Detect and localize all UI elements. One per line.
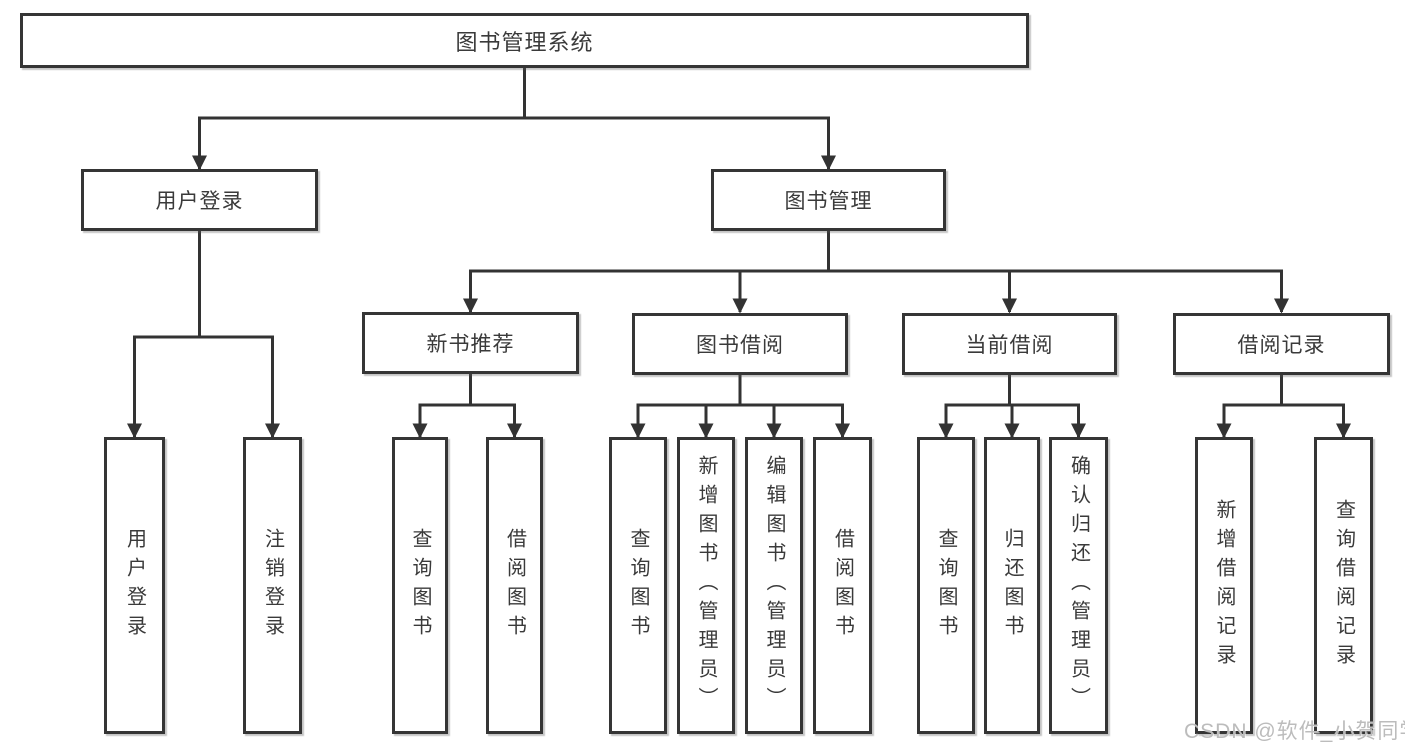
leaf-borrow-books-1-label: 借阅图书 [503, 527, 526, 644]
node-borrow-records-label: 借阅记录 [1237, 334, 1326, 357]
node-book-borrow: 图书借阅 [632, 313, 848, 375]
node-new-book-recommend-label: 新书推荐 [426, 333, 515, 356]
leaf-edit-book-admin-label: 编辑图书（管理员） [763, 455, 785, 716]
leaf-add-borrow-record: 新增借阅记录 [1195, 437, 1253, 734]
connector-root-to-level2 [192, 116, 836, 171]
leaf-borrow-books-2-label: 借阅图书 [831, 527, 854, 644]
node-borrow-records: 借阅记录 [1173, 313, 1390, 375]
leaf-add-book-admin: 新增图书（管理员） [677, 437, 735, 734]
connector-new-book-split [412, 403, 522, 439]
leaf-query-books-1: 查询图书 [392, 437, 448, 734]
leaf-query-books-3-label: 查询图书 [935, 527, 957, 644]
node-book-management: 图书管理 [711, 169, 946, 231]
node-root-label: 图书管理系统 [455, 29, 594, 55]
connector-book-mgmt-split [463, 269, 1289, 314]
leaf-confirm-return-admin-label: 确认归还（管理员） [1067, 455, 1090, 716]
connector-user-login-split [127, 335, 280, 439]
node-user-login: 用户登录 [81, 169, 318, 231]
node-user-login-label: 用户登录 [155, 190, 244, 213]
connector-borrow-records-split [1216, 403, 1351, 439]
leaf-user-login: 用户登录 [104, 437, 165, 734]
leaf-edit-book-admin: 编辑图书（管理员） [745, 437, 803, 734]
leaf-query-books-1-label: 查询图书 [409, 527, 431, 644]
leaf-add-book-admin-label: 新增图书（管理员） [695, 455, 717, 716]
leaf-query-books-2: 查询图书 [609, 437, 667, 734]
leaf-add-borrow-record-label: 新增借阅记录 [1213, 498, 1235, 673]
node-new-book-recommend: 新书推荐 [362, 312, 579, 374]
leaf-user-login-label: 用户登录 [123, 527, 146, 644]
leaf-query-books-2-label: 查询图书 [627, 527, 649, 644]
leaf-logout-login-label: 注销登录 [261, 527, 284, 644]
node-current-borrow: 当前借阅 [902, 313, 1117, 375]
connector-book-borrow-split [630, 403, 850, 439]
leaf-query-borrow-record-label: 查询借阅记录 [1332, 498, 1355, 673]
node-book-borrow-label: 图书借阅 [696, 334, 784, 357]
leaf-logout-login: 注销登录 [243, 437, 302, 734]
leaf-return-books: 归还图书 [984, 437, 1040, 734]
watermark: CSDN @软件_小贺同学 [1184, 720, 1405, 743]
leaf-return-books-label: 归还图书 [1001, 527, 1023, 644]
leaf-confirm-return-admin: 确认归还（管理员） [1049, 437, 1108, 734]
leaf-query-borrow-record: 查询借阅记录 [1314, 437, 1373, 734]
node-root: 图书管理系统 [20, 13, 1029, 68]
leaf-borrow-books-2: 借阅图书 [813, 437, 872, 734]
leaf-borrow-books-1: 借阅图书 [486, 437, 543, 734]
node-book-management-label: 图书管理 [784, 190, 873, 213]
leaf-query-books-3: 查询图书 [917, 437, 975, 734]
node-current-borrow-label: 当前借阅 [965, 334, 1054, 357]
